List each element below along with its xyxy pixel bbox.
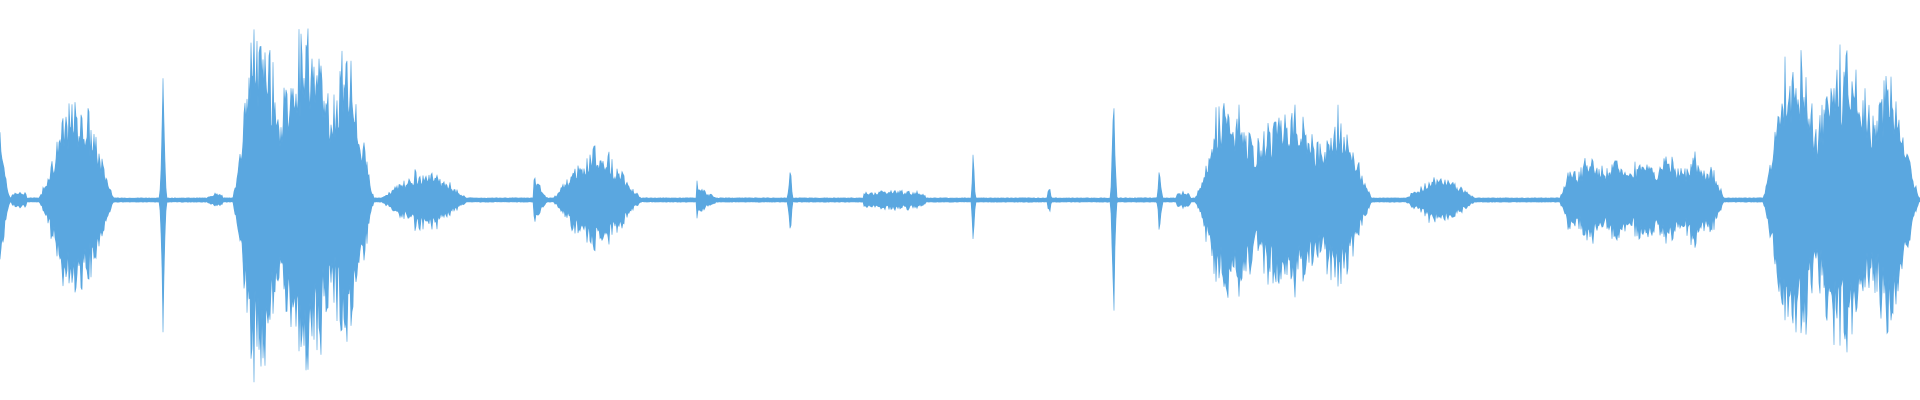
waveform-shape (0, 28, 1920, 383)
